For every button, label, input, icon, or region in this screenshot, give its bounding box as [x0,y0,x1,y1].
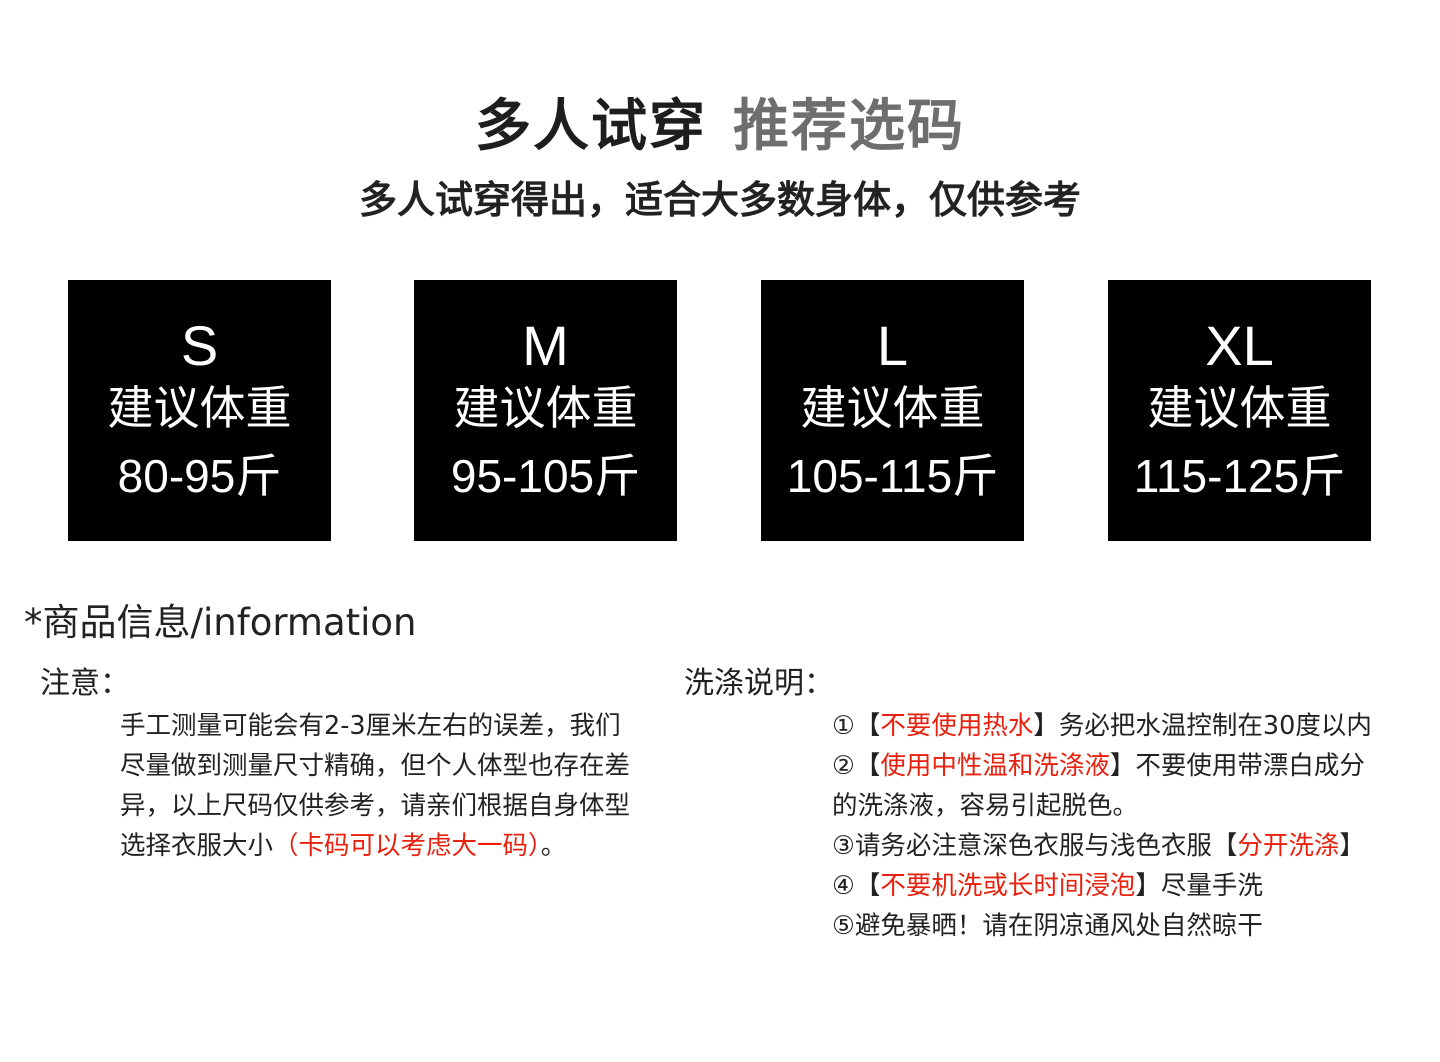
size-label: S [180,314,219,377]
size-card-s: S 建议体重 80-95斤 [68,280,331,541]
weight-caption: 建议体重 [453,381,638,435]
wash-item-2: ②【使用中性温和洗涤液】不要使用带漂白成分 [832,746,1432,786]
weight-range: 115-125斤 [1133,450,1346,502]
page-subtitle: 多人试穿得出，适合大多数身体，仅供参考 [358,178,1081,222]
wash-item-highlight: 不要机洗或长时间浸泡 [880,871,1136,901]
size-label: L [876,314,909,377]
wash-item-prefix: ①【 [832,711,881,741]
wash-instructions: ①【不要使用热水】务必把水温控制在30度以内 ②【使用中性温和洗涤液】不要使用带… [832,706,1432,946]
wash-item-5: ⑤避免暴晒！请在阴凉通风处自然晾干 [832,911,1263,941]
wash-item-2-continued: 的洗涤液，容易引起脱色。 [832,791,1139,821]
wash-heading: 洗涤说明： [684,666,834,701]
size-label: M [522,314,569,377]
wash-item-prefix: ③请务必注意深色衣服与浅色衣服【 [832,831,1238,861]
wash-item-suffix: 】尽量手洗 [1135,871,1263,901]
notes-line-suffix: 。 [540,831,567,861]
wash-item-4: ④【不要机洗或长时间浸泡】尽量手洗 [832,866,1432,906]
size-card-l: L 建议体重 105-115斤 [761,280,1024,541]
wash-item-prefix: ④【 [832,871,881,901]
weight-caption: 建议体重 [800,381,985,435]
notes-heading: 注意： [40,666,130,701]
wash-item-3: ③请务必注意深色衣服与浅色衣服【分开洗涤】 [832,826,1432,866]
notes-line: 手工测量可能会有2-3厘米左右的误差，我们 [120,711,621,741]
weight-caption: 建议体重 [107,381,292,435]
title-accent: 推荐选码 [733,94,965,159]
wash-item-suffix: 】务必把水温控制在30度以内 [1033,711,1372,741]
wash-item-prefix: ②【 [832,751,881,781]
weight-caption: 建议体重 [1147,381,1332,435]
notes-line: 异，以上尺码仅供参考，请亲们根据自身体型 [120,791,631,821]
weight-range: 105-115斤 [786,450,999,502]
wash-item-highlight: 使用中性温和洗涤液 [880,751,1110,781]
wash-item-highlight: 不要使用热水 [880,711,1034,741]
size-card-xl: XL 建议体重 115-125斤 [1108,280,1371,541]
size-label: XL [1205,314,1274,377]
weight-range: 80-95斤 [117,450,282,502]
wash-item-suffix: 】 [1339,831,1365,861]
notes-highlight: （卡码可以考虑大一码） [273,831,541,861]
weight-range: 95-105斤 [450,450,641,502]
notes-line-prefix: 选择衣服大小 [120,831,274,861]
notes-line: 选择衣服大小（卡码可以考虑大一码）。 [120,826,690,866]
notes-line: 尽量做到测量尺寸精确，但个人体型也存在差 [120,751,631,781]
notes-text: 手工测量可能会有2-3厘米左右的误差，我们 尽量做到测量尺寸精确，但个人体型也存… [120,706,690,866]
page-title: 多人试穿推荐选码 [0,92,1440,162]
wash-item-highlight: 分开洗涤 [1237,831,1340,861]
title-main: 多人试穿 [475,94,707,159]
wash-item-1: ①【不要使用热水】务必把水温控制在30度以内 [832,706,1432,746]
wash-item-suffix: 】不要使用带漂白成分 [1109,751,1365,781]
product-info-heading: *商品信息/information [24,601,417,644]
size-card-m: M 建议体重 95-105斤 [414,280,677,541]
